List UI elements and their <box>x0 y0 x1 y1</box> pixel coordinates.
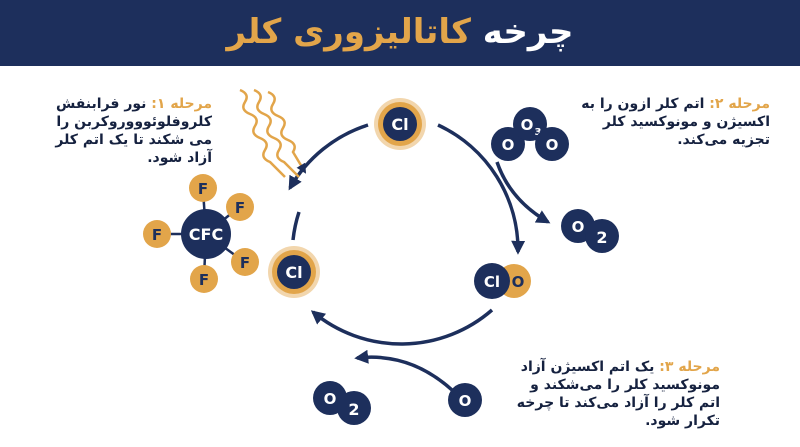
step-3-label: مرحله ۳: یک اتم اکسیژن آزاد مونوکسید کلر… <box>505 358 720 430</box>
oxygen-molecule-bottom: O 2 <box>313 381 371 425</box>
fluorine-label-4: F <box>240 254 250 272</box>
step-3-heading: مرحله ۳: <box>659 359 720 375</box>
step-1-label: مرحله ۱: نور فرابنفش کلروفلوئوووروکربن ر… <box>40 95 212 167</box>
title-bar <box>0 0 800 66</box>
clo-o-label: O <box>512 273 525 291</box>
chlorine-monoxide: O Cl <box>474 263 531 299</box>
uv-wave-icon <box>239 88 307 178</box>
title-part-2: کاتالیزوری کلر <box>226 12 471 52</box>
fluorine-label-3: F <box>152 226 162 244</box>
free-oxygen-arrow <box>354 349 454 392</box>
o2-bottom-sub: 2 <box>348 400 359 419</box>
ozone-subscript: 3 <box>535 127 542 138</box>
ozone-o-right: O <box>546 136 559 154</box>
chlorine-atom-top: Cl <box>374 98 426 150</box>
o2-right-o: O <box>572 218 585 236</box>
cfc-molecule: F F F F F CFC <box>143 174 259 293</box>
o2-bottom-o: O <box>324 390 337 408</box>
o2-right-sub: 2 <box>596 228 607 247</box>
page-title: چرخه کاتالیزوری کلر <box>0 6 800 58</box>
step-2-label: مرحله ۲: اتم کلر ازون را به اکسیژن و مون… <box>578 95 770 149</box>
ozone-molecule: O O 3 O <box>491 107 569 161</box>
step-2-text: اتم کلر ازون را به اکسیژن و مونوکسید کلر… <box>581 96 770 148</box>
chlorine-label-top: Cl <box>391 115 408 134</box>
free-o-label: O <box>459 392 472 410</box>
step-2-heading: مرحله ۲: <box>709 96 770 112</box>
ozone-o-left: O <box>502 136 515 154</box>
fluorine-label-5: F <box>199 271 209 289</box>
cfc-label: CFC <box>189 225 223 244</box>
free-oxygen-atom: O <box>448 383 482 417</box>
clo-cl-label: Cl <box>484 273 500 291</box>
fluorine-label-2: F <box>235 199 245 217</box>
fluorine-label-1: F <box>198 180 208 198</box>
title-part-1: چرخه <box>482 12 574 52</box>
step-1-heading: مرحله ۱: <box>151 96 212 112</box>
o2-release-arrow <box>495 161 551 224</box>
chlorine-label-left: Cl <box>285 263 302 282</box>
cycle-ring <box>288 123 526 346</box>
oxygen-molecule-right: O 2 <box>561 209 619 253</box>
step-1-text: نور فرابنفش کلروفلوئوووروکربن را می شکند… <box>55 96 212 166</box>
ozone-o-top: O <box>521 116 534 134</box>
chlorine-atom-left: Cl <box>268 246 320 298</box>
step-3-text: یک اتم اکسیژن آزاد مونوکسید کلر را می‌شک… <box>516 359 720 429</box>
